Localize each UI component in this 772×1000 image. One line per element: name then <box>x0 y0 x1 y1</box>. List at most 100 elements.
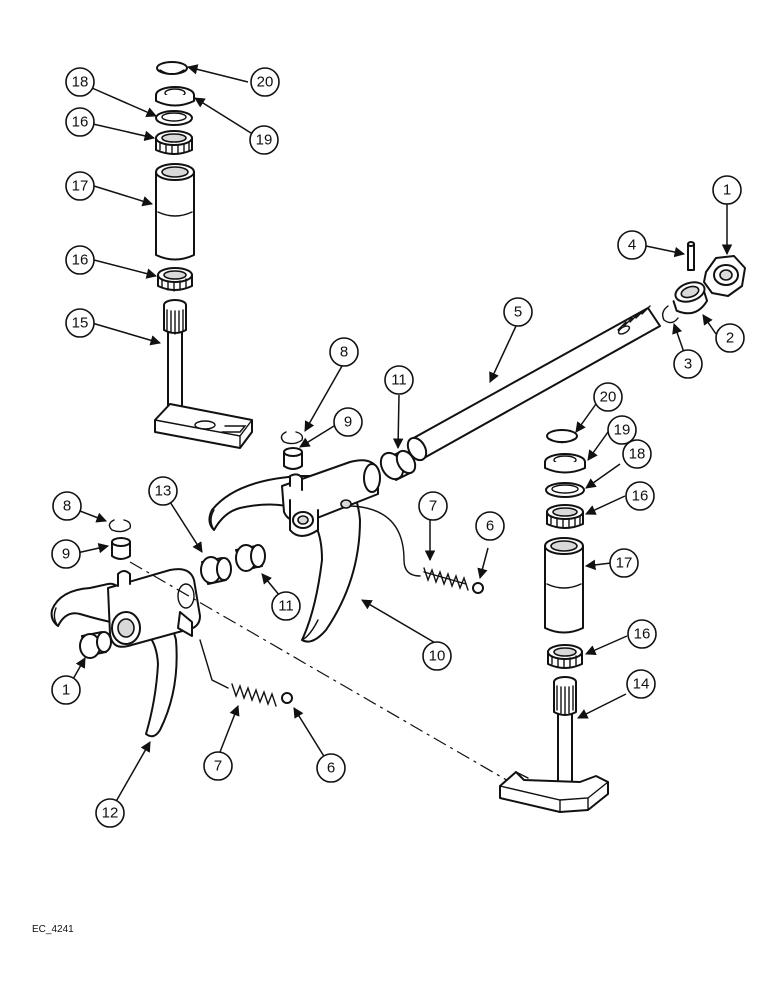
callout-circle <box>316 753 346 783</box>
callout-circle <box>148 476 178 506</box>
callout-label: 20 <box>257 74 274 91</box>
callout-label: 12 <box>102 805 119 822</box>
callout-circle <box>65 245 95 275</box>
callout-label: 13 <box>155 483 172 500</box>
callout-label: 9 <box>344 414 352 431</box>
callout-circle <box>333 407 363 437</box>
callout-16: 16 <box>625 481 655 511</box>
bearing-16-right-upper <box>546 504 584 529</box>
callout-18: 18 <box>65 67 95 97</box>
callout-circle <box>627 619 657 649</box>
callout-17: 17 <box>609 548 639 578</box>
ball-6-upper <box>472 582 484 594</box>
spring-7-upper <box>423 567 469 591</box>
callout-label: 3 <box>684 356 692 373</box>
callout-circle <box>607 415 637 445</box>
callout-circle <box>715 323 745 353</box>
callout-label: 8 <box>63 498 71 515</box>
callout-label: 16 <box>72 252 89 269</box>
callout-circle <box>617 230 647 260</box>
sleeve-17-upper <box>155 163 195 261</box>
callout-6: 6 <box>316 753 346 783</box>
bush-11-middle <box>235 544 266 572</box>
callout-20: 20 <box>250 67 280 97</box>
callout-4: 4 <box>617 230 647 260</box>
circlip-8-upper <box>280 431 304 445</box>
bush-11-upper <box>379 449 417 481</box>
washer-19-upper <box>155 86 195 107</box>
circlip-20-upper <box>156 61 188 75</box>
callout-label: 9 <box>62 546 70 563</box>
callout-label: 8 <box>340 344 348 361</box>
callout-20: 20 <box>593 382 623 412</box>
callout-circle <box>65 171 95 201</box>
callout-circle <box>626 669 656 699</box>
bearing-16-mid <box>157 267 193 292</box>
callout-10: 10 <box>422 641 452 671</box>
reference-code: EC_4241 <box>32 924 74 935</box>
shift-fork-12 <box>50 568 201 738</box>
callout-label: 19 <box>614 422 631 439</box>
callout-label: 20 <box>600 389 617 406</box>
callout-circle <box>65 107 95 137</box>
shift-fork-10 <box>208 459 381 643</box>
callout-circle <box>422 641 452 671</box>
shift-shaft-14 <box>499 676 609 813</box>
callout-3: 3 <box>673 349 703 379</box>
callout-label: 16 <box>72 114 89 131</box>
callout-label: 6 <box>486 518 494 535</box>
callout-circle <box>271 591 301 621</box>
pin-9-upper <box>283 447 303 470</box>
callout-label: 11 <box>391 372 407 389</box>
callout-circle <box>249 125 279 155</box>
circlip-8-lower <box>108 519 132 533</box>
callout-label: 4 <box>628 237 636 254</box>
callout-circle <box>51 539 81 569</box>
callout-circle <box>712 175 742 205</box>
callout-circle <box>65 308 95 338</box>
callout-7: 7 <box>418 491 448 521</box>
circlip-20-lower <box>546 429 578 444</box>
lower-right-assembly <box>499 429 609 813</box>
washer-19-lower <box>544 453 586 474</box>
spring-7-lower <box>231 683 277 707</box>
callout-12: 12 <box>95 798 125 828</box>
callout-18: 18 <box>622 439 652 469</box>
callout-19: 19 <box>607 415 637 445</box>
callout-9: 9 <box>333 407 363 437</box>
bush-13 <box>200 556 232 585</box>
callout-label: 7 <box>214 758 222 775</box>
pin-9-lower <box>111 537 131 560</box>
sleeve-17-lower <box>544 537 584 634</box>
callout-16: 16 <box>65 107 95 137</box>
callout-17: 17 <box>65 171 95 201</box>
circlip-3 <box>661 305 679 324</box>
callout-9: 9 <box>51 539 81 569</box>
callout-circle <box>51 675 81 705</box>
callout-circle <box>503 297 533 327</box>
callout-circle <box>673 349 703 379</box>
callout-5: 5 <box>503 297 533 327</box>
bearing-16-top <box>155 130 193 155</box>
callout-label: 1 <box>723 182 731 199</box>
callout-label: 18 <box>72 74 89 91</box>
callout-label: 17 <box>72 178 89 195</box>
callout-1: 1 <box>712 175 742 205</box>
guide-line-upper <box>349 505 421 577</box>
callout-19: 19 <box>249 125 279 155</box>
bush-1-left <box>79 631 112 659</box>
callout-label: 16 <box>632 488 649 505</box>
callout-circle <box>329 337 359 367</box>
callout-circle <box>418 491 448 521</box>
nut-1-right <box>703 255 746 297</box>
callout-circle <box>475 511 505 541</box>
callout-label: 5 <box>514 304 522 321</box>
ball-6-lower <box>281 692 293 704</box>
ring-18-upper <box>155 110 193 126</box>
callout-14: 14 <box>626 669 656 699</box>
ring-18-lower <box>545 482 585 498</box>
callout-label: 16 <box>634 626 651 643</box>
callout-11: 11 <box>384 365 414 395</box>
callout-circle <box>250 67 280 97</box>
